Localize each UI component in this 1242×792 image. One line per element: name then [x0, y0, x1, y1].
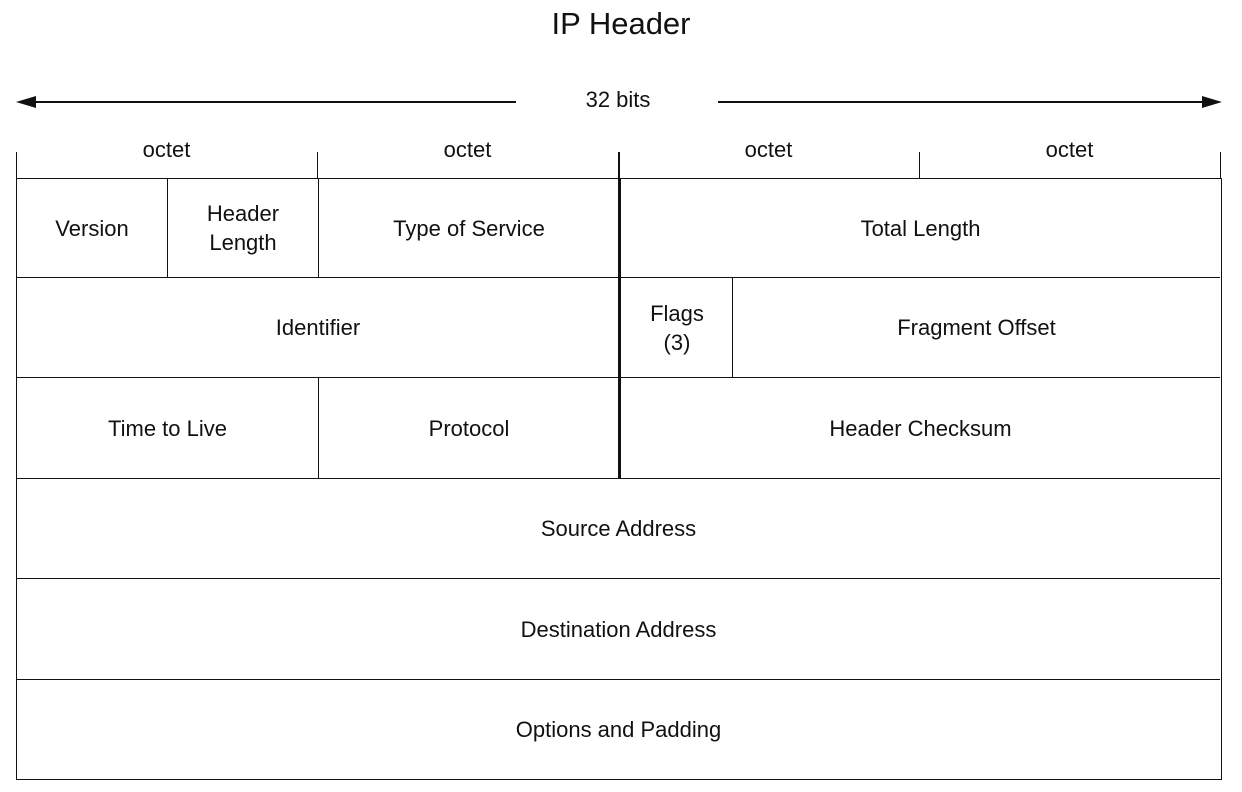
- field-version: Version: [55, 215, 129, 241]
- octet-divider: [317, 152, 318, 179]
- width-arrow-line-left: [22, 101, 516, 103]
- field-destination-address: Destination Address: [520, 616, 717, 642]
- octet-divider: [1220, 152, 1221, 179]
- header-row-3: Time to Live Protocol Header Checksum: [17, 377, 1220, 478]
- field-protocol: Protocol: [318, 378, 619, 478]
- ip-header-table: Version Header Length Type of Service To…: [16, 178, 1222, 780]
- octet-divider: [919, 152, 920, 179]
- header-row-6: Options and Padding: [17, 679, 1220, 778]
- diagram-title: IP Header: [551, 6, 691, 41]
- octet-label-2: octet: [443, 137, 492, 162]
- field-type-of-service: Type of Service: [318, 179, 619, 277]
- header-row-4: Source Address: [17, 478, 1220, 578]
- field-options-and-padding: Options and Padding: [515, 716, 722, 742]
- header-row-5: Destination Address: [17, 578, 1220, 679]
- header-row-2: Identifier Flags (3) Fragment Offset: [17, 277, 1220, 377]
- octet-label-1: octet: [142, 137, 191, 162]
- field-flags: Flags (3): [618, 278, 733, 377]
- field-header-length: Header Length: [167, 179, 318, 277]
- arrow-head-right-icon: [1202, 96, 1222, 108]
- width-arrow-line-right: [718, 101, 1214, 103]
- field-identifier: Identifier: [275, 315, 361, 340]
- field-time-to-live: Time to Live: [107, 415, 227, 441]
- field-total-length: Total Length: [618, 179, 1220, 277]
- octet-divider: [16, 152, 17, 179]
- width-label: 32 bits: [585, 87, 651, 112]
- header-row-1: Version Header Length Type of Service To…: [17, 179, 1220, 277]
- field-fragment-offset: Fragment Offset: [732, 278, 1220, 377]
- octet-label-4: octet: [1045, 137, 1094, 162]
- octet-divider: [618, 152, 620, 179]
- arrow-head-left-icon: [16, 96, 36, 108]
- octet-label-3: octet: [744, 137, 793, 162]
- field-header-checksum: Header Checksum: [618, 378, 1220, 478]
- field-source-address: Source Address: [540, 516, 697, 541]
